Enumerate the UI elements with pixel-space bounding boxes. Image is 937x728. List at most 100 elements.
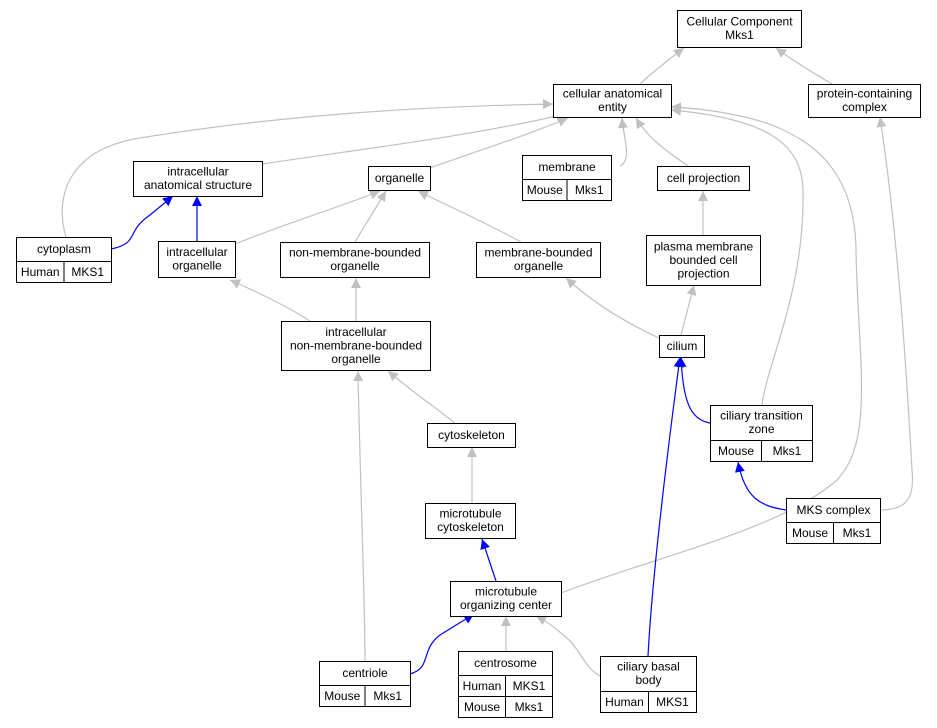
term-label-line: organelle xyxy=(514,259,564,273)
term-label-line: plasma membrane xyxy=(654,239,754,253)
term-label-line: ciliary transition xyxy=(720,409,803,423)
edge-cae-to-cc xyxy=(639,47,685,85)
edge-cbb-to-moc xyxy=(535,615,601,677)
term-label-line: bounded cell xyxy=(669,253,737,267)
term-label-line: cytoplasm xyxy=(37,242,91,256)
annotation-cell-mouse-gene: Mks1 xyxy=(833,522,881,544)
svg-text:Mks1: Mks1 xyxy=(515,700,544,714)
term-label-line: protein-containing xyxy=(817,87,912,101)
term-label-line: microtubule xyxy=(475,585,537,599)
edge-cp-to-cae xyxy=(635,117,689,167)
annotation-cell-human-gene: MKS1 xyxy=(648,691,697,713)
edge-mks-to-pcc xyxy=(876,116,914,511)
term-node-cp[interactable]: cell projection xyxy=(657,166,750,191)
term-label-line: projection xyxy=(677,266,729,280)
term-label-line: anatomical structure xyxy=(144,178,252,192)
svg-text:MKS1: MKS1 xyxy=(71,265,104,279)
term-label-line: non-membrane-bounded xyxy=(289,246,421,260)
edge-io-to-org xyxy=(234,190,381,245)
term-label-line: organelle xyxy=(331,352,381,366)
term-label-line: cell projection xyxy=(667,171,740,185)
annotation-cell-human-gene: MKS1 xyxy=(63,261,112,283)
svg-text:MKS1: MKS1 xyxy=(513,679,546,693)
edge-mbo-to-org xyxy=(417,190,522,243)
svg-text:Mks1: Mks1 xyxy=(575,183,604,197)
svg-text:Mks1: Mks1 xyxy=(773,444,802,458)
term-label-line: ciliary basal xyxy=(617,660,680,674)
svg-text:MKS1: MKS1 xyxy=(656,695,689,709)
svg-text:Mouse: Mouse xyxy=(718,444,754,458)
svg-text:Mouse: Mouse xyxy=(464,700,500,714)
svg-text:Mouse: Mouse xyxy=(527,183,563,197)
term-label-line: Cellular Component xyxy=(686,15,793,29)
annotation-cell-mouse-gene: Mks1 xyxy=(505,696,553,718)
svg-text:Mks1: Mks1 xyxy=(373,689,402,703)
edge-org-to-cae xyxy=(429,117,569,169)
edge-cil-to-mbo xyxy=(565,277,660,339)
term-label-line: zone xyxy=(748,422,774,436)
term-label-line: cilium xyxy=(667,339,698,353)
edge-ctz-to-cae xyxy=(670,105,804,406)
term-node-cil[interactable]: cilium xyxy=(659,335,705,358)
edge-csk-to-inmbo xyxy=(387,370,456,424)
annotation-cell-human-gene: MKS1 xyxy=(505,675,553,697)
term-label-line: body xyxy=(635,673,661,687)
edge-moc-to-cae xyxy=(560,102,863,594)
svg-text:Mouse: Mouse xyxy=(324,689,360,703)
term-label-line: complex xyxy=(842,100,887,114)
annotation-cell-human-species: Human xyxy=(600,691,649,713)
edge-moc-to-mtc xyxy=(480,538,497,582)
edges-layer xyxy=(61,47,914,677)
edge-cil-to-pmbcp xyxy=(680,284,697,336)
term-label-line: Mks1 xyxy=(725,28,754,42)
term-label-line: intracellular xyxy=(166,245,227,259)
term-node-csk[interactable]: cytoskeleton xyxy=(427,423,516,448)
annotation-cell-human-species: Human xyxy=(458,675,506,697)
term-label-line: organelle xyxy=(375,171,425,185)
term-label-line: organizing center xyxy=(460,598,552,612)
annotation-cell-mouse-gene: Mks1 xyxy=(364,685,411,707)
svg-text:Human: Human xyxy=(21,265,60,279)
svg-text:Mouse: Mouse xyxy=(792,526,828,540)
edge-mem-to-cae xyxy=(617,117,628,167)
annotation-cell-mouse-species: Mouse xyxy=(522,179,568,201)
edge-ctz-to-cil xyxy=(676,356,711,424)
svg-text:Mks1: Mks1 xyxy=(843,526,872,540)
edge-inmbo-to-io xyxy=(229,279,311,322)
edge-nmbo-to-org xyxy=(354,190,387,243)
term-node-org[interactable]: organelle xyxy=(368,166,431,191)
edge-pcc-to-cc xyxy=(775,47,833,85)
term-label-line: membrane xyxy=(538,160,596,174)
term-label-line: non-membrane-bounded xyxy=(290,338,422,352)
term-label-line: intracellular xyxy=(167,165,228,179)
term-label-line: organelle xyxy=(172,259,222,273)
annotation-cell-mouse-species: Mouse xyxy=(319,685,366,707)
annotation-cell-mouse-gene: Mks1 xyxy=(761,440,813,462)
svg-text:Human: Human xyxy=(605,695,644,709)
svg-text:Human: Human xyxy=(463,679,502,693)
term-label-line: MKS complex xyxy=(796,503,870,517)
term-label-line: cellular anatomical xyxy=(563,87,662,101)
annotation-cell-mouse-species: Mouse xyxy=(786,522,834,544)
annotation-cell-mouse-species: Mouse xyxy=(710,440,762,462)
edge-cen-to-inmbo xyxy=(353,370,366,662)
term-node-inmbo[interactable]: intracellularnon-membrane-boundedorganel… xyxy=(281,321,431,371)
